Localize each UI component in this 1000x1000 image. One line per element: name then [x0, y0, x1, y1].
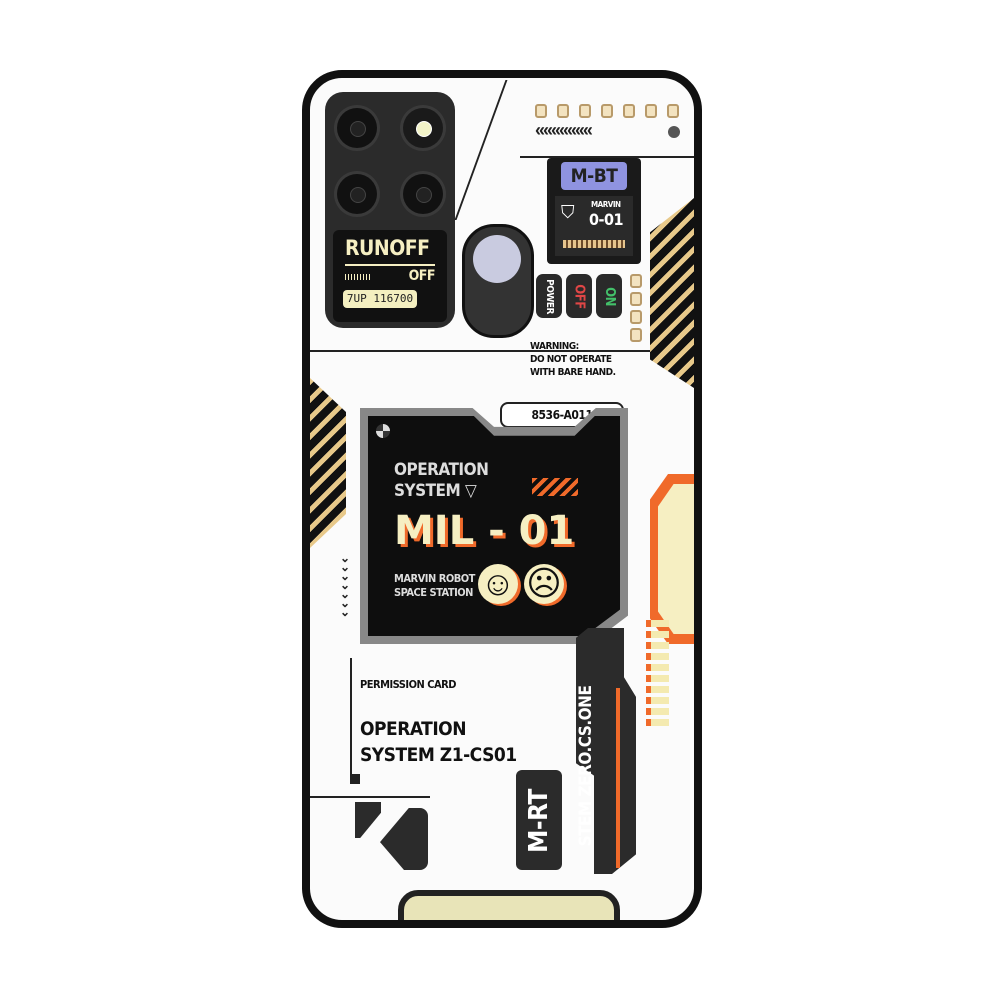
power-button[interactable]: POWER [536, 274, 562, 318]
screw-icon [668, 126, 680, 138]
runoff-label: RUNOFF [345, 236, 430, 260]
runoff-panel: RUNOFF OFF 7UP 116700 [333, 230, 447, 322]
side-dots [630, 274, 642, 342]
round-switch[interactable] [462, 224, 534, 338]
chevron-left-icon: ‹‹‹‹‹‹‹‹‹‹‹‹‹‹ [535, 120, 593, 140]
mbt-bar [563, 240, 625, 248]
flash-icon [403, 108, 443, 148]
radiation-icon [376, 424, 390, 438]
frown-face-icon: ☹ [524, 564, 564, 604]
permission-label: PERMISSION CARD [360, 678, 457, 691]
smile-face-icon: ☺ [478, 564, 518, 604]
mbt-title: M-BT [561, 162, 627, 190]
indicator-bars [646, 620, 669, 730]
camera-lens [337, 174, 377, 214]
camera-lens [337, 108, 377, 148]
on-button[interactable]: ON [596, 274, 622, 318]
circuit-line [350, 658, 352, 778]
mrt-tag [516, 770, 562, 870]
orange-line [616, 688, 620, 868]
camera-lens [403, 174, 443, 214]
mbt-name: MARVIN [591, 200, 621, 209]
off-label: OFF [408, 268, 436, 284]
shape-block [355, 802, 381, 838]
serial-number: 8536-A011 [531, 408, 593, 422]
divider [345, 264, 435, 266]
hazard-stripes-left [310, 378, 346, 548]
chevron-down-icon: ⌄⌄⌄⌄⌄⌄⌄ [340, 551, 351, 619]
mbt-inner: ⛉ MARVIN 0-01 [555, 196, 633, 256]
circuit-line [310, 796, 430, 798]
level-ticks [345, 274, 371, 280]
off-button[interactable]: OFF [566, 274, 592, 318]
shape-block [380, 808, 428, 870]
phone-case: RUNOFF OFF 7UP 116700 ‹‹‹‹‹‹‹‹‹‹‹‹‹‹ M-B… [302, 70, 702, 928]
hazard-stripes-right [650, 198, 694, 388]
bottom-tab [398, 890, 620, 920]
lightning-shield-icon: ⛉ [561, 202, 575, 222]
lcd-readout: 7UP 116700 [343, 290, 417, 308]
strip-text: STEM ZERO.CS.ONE [576, 685, 596, 847]
indicator-dots [535, 104, 679, 118]
mbt-card: M-BT ⛉ MARVIN 0-01 [547, 158, 641, 264]
mbt-code: 0-01 [589, 210, 624, 229]
camera-module: RUNOFF OFF 7UP 116700 [325, 92, 455, 328]
connector-square [350, 774, 360, 784]
mrt-text: M-RT [524, 789, 554, 853]
orange-stripes [532, 478, 578, 496]
switch-knob [473, 235, 521, 283]
hex-panel-inner [658, 484, 694, 634]
circuit-line [520, 156, 694, 158]
model-title: MIL - 01 [394, 508, 575, 554]
circuit-line [310, 350, 694, 352]
circuit-line [454, 80, 508, 220]
